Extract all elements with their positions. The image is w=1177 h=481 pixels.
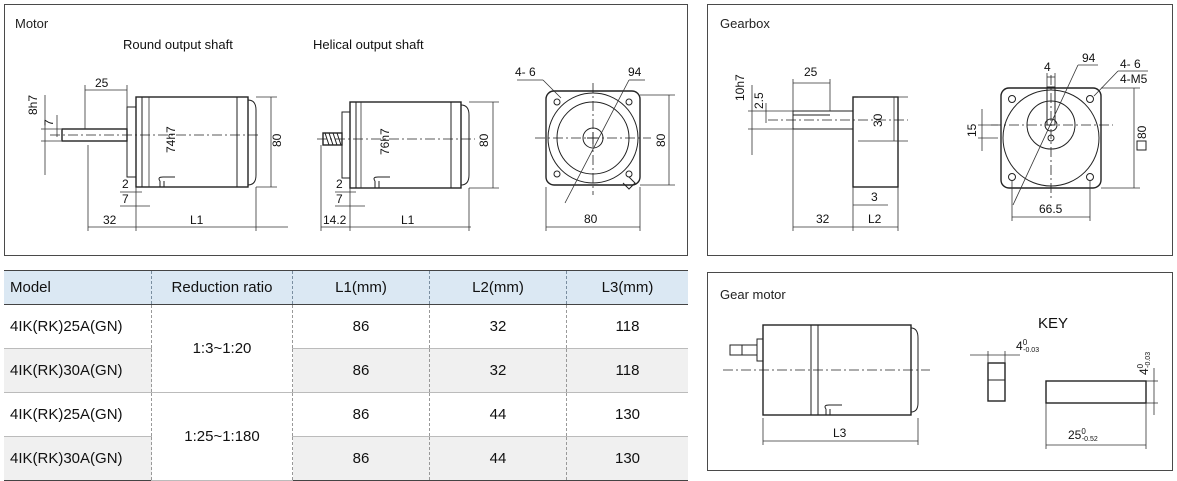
gear-motor-panel-title: Gear motor (720, 287, 786, 302)
cell-l1: 86 (292, 348, 430, 393)
gear-motor-side-view (723, 324, 930, 445)
header-l3: L3(mm) (566, 270, 688, 305)
key-width: 40-0.03 (1016, 338, 1039, 354)
cell-l2: 44 (429, 392, 567, 437)
dim-gap-7: 7 (122, 192, 129, 206)
key-length: 250-0.52 (1068, 427, 1098, 443)
helical-shaft-label: Helical output shaft (313, 37, 424, 52)
round-motor-side-view (41, 85, 288, 231)
table-row: 4IK(RK)25A(GN) 1:25~1:180 86 44 130 (4, 392, 688, 481)
cell-l3: 118 (566, 348, 688, 393)
table-row: 4IK(RK)30A(GN) 86 32 118 (4, 348, 688, 393)
dim-helical-height-80: 80 (477, 133, 491, 147)
gearbox-panel-title: Gearbox (720, 16, 770, 31)
gb-dim-32: 32 (816, 212, 830, 226)
motor-panel-title: Motor (15, 16, 49, 31)
dim-helical-gap-7: 7 (336, 192, 343, 206)
dim-front-width-80: 80 (584, 212, 598, 226)
key-height: 40-0.03 (1136, 352, 1152, 375)
gear-motor-drawing: L3 KEY 40-0.03 40-0.03 250-0.52 (723, 315, 1158, 449)
dim-74h7: 74h7 (164, 126, 178, 153)
dim-L1: L1 (190, 213, 204, 227)
gearbox-front-view (978, 64, 1148, 221)
gb-dim-80: 80 (1135, 125, 1149, 139)
dim-gap-2: 2 (122, 177, 129, 191)
dim-front-height-80: 80 (654, 133, 668, 147)
gb-dim-2-5: 2.5 (752, 92, 766, 109)
key-drawing (970, 351, 1158, 449)
table-row: 4IK(RK)30A(GN) 86 44 130 (4, 436, 688, 481)
round-shaft-label: Round output shaft (123, 37, 233, 52)
helical-motor-side-view (317, 101, 499, 231)
cell-ratio: 1:3~1:20 (151, 304, 293, 393)
dim-shaft-8h7: 8h7 (26, 95, 40, 115)
dim-side-94: 94 (628, 65, 642, 79)
dim-len-32: 32 (103, 213, 117, 227)
dim-76h7: 76h7 (378, 128, 392, 155)
gb-dim-4: 4 (1044, 60, 1051, 74)
header-l1: L1(mm) (292, 270, 430, 305)
gm-dim-L3: L3 (833, 426, 847, 440)
dim-holes-4-6: 4- 6 (515, 65, 536, 79)
gearbox-drawing: 25 10h7 2.5 30 3 32 L2 (733, 51, 1149, 231)
cell-l2: 32 (429, 304, 567, 349)
key-title: KEY (1038, 315, 1068, 332)
cell-l2: 44 (429, 436, 567, 481)
dim-key-7: 7 (42, 119, 56, 126)
cell-model: 4IK(RK)25A(GN) (4, 304, 152, 349)
header-l2: L2(mm) (429, 270, 567, 305)
square-symbol (1136, 140, 1147, 151)
cell-l1: 86 (292, 436, 430, 481)
motor-front-view (517, 79, 675, 231)
gearbox-side-view (748, 79, 908, 231)
gb-dim-94: 94 (1082, 51, 1096, 65)
cell-l3: 118 (566, 304, 688, 349)
gb-dim-30: 30 (871, 113, 885, 127)
dim-height-80: 80 (270, 133, 284, 147)
gb-dim-4-m5: 4-M5 (1120, 72, 1148, 86)
gear-motor-panel: Gear motor L3 KEY (707, 272, 1173, 471)
gb-dim-15: 15 (965, 123, 979, 137)
gb-dim-66-5: 66.5 (1039, 202, 1063, 216)
cell-ratio: 1:25~1:180 (151, 392, 293, 481)
cell-l2: 32 (429, 348, 567, 393)
table-row: 4IK(RK)25A(GN) 1:3~1:20 86 32 118 (4, 304, 688, 393)
gearbox-panel: Gearbox 25 10h7 2.5 30 3 (707, 4, 1173, 256)
cell-l1: 86 (292, 304, 430, 349)
cell-model: 4IK(RK)30A(GN) (4, 348, 152, 393)
cell-l1: 86 (292, 392, 430, 437)
motor-drawing: Round output shaft Helical output shaft (26, 37, 675, 231)
spec-table-header: Model Reduction ratio L1(mm) L2(mm) L3(m… (4, 270, 688, 305)
dim-len-14-2: 14.2 (323, 213, 347, 227)
dim-shaft-25: 25 (95, 76, 109, 90)
gb-dim-holes: 4- 6 (1120, 57, 1141, 71)
spec-table: Model Reduction ratio L1(mm) L2(mm) L3(m… (4, 270, 688, 481)
dim-helical-gap-2: 2 (336, 177, 343, 191)
dim-helical-L1: L1 (401, 213, 415, 227)
gb-dim-10h7: 10h7 (733, 74, 747, 101)
cell-l3: 130 (566, 392, 688, 437)
gb-dim-L2: L2 (868, 212, 882, 226)
motor-panel: Motor Round output shaft Helical output … (4, 4, 688, 256)
header-ratio: Reduction ratio (151, 270, 293, 305)
cell-model: 4IK(RK)25A(GN) (4, 392, 152, 437)
gb-dim-25: 25 (804, 65, 818, 79)
gb-dim-3: 3 (871, 190, 878, 204)
cell-model: 4IK(RK)30A(GN) (4, 436, 152, 481)
header-model: Model (4, 270, 152, 305)
cell-l3: 130 (566, 436, 688, 481)
